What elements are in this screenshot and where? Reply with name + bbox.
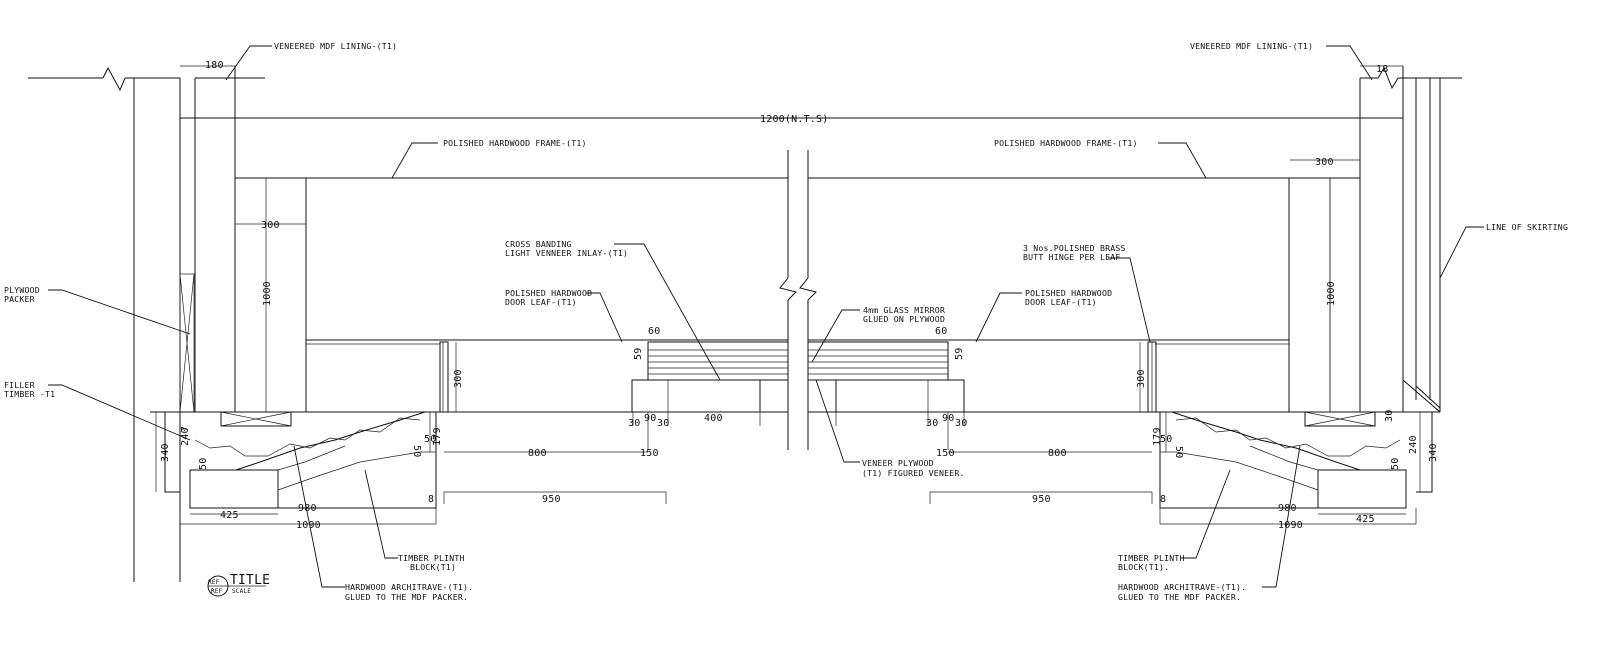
timber-plinth-left-label-line1: TIMBER PLINTH <box>398 553 465 563</box>
dimension-1090-right: 1090 <box>1278 520 1303 531</box>
dimension-30-right-side: 30 <box>1384 410 1395 422</box>
title-block: REF REF TITLE SCALE <box>207 573 270 597</box>
dimension-90-left: 90 <box>644 413 656 424</box>
dimension-950-right: 950 <box>1032 494 1051 505</box>
door-leaf-left <box>150 339 789 450</box>
dimension-425-right: 425 <box>1356 514 1375 525</box>
hardwood-architrave-left-label-line1: HARDWOOD ARCHITRAVE-(T1). <box>345 582 473 592</box>
filler-timber-label-line1: FILLER <box>4 380 35 390</box>
dimension-8-right: 8 <box>1160 494 1166 505</box>
dimension-300-leaf-left: 300 <box>453 369 464 388</box>
door-leaf-left-label-line1: POLISHED HARDWOOD <box>505 288 592 298</box>
left-wall-section <box>133 66 236 582</box>
dimension-30-a: 30 <box>628 418 640 429</box>
dimension-980-right: 980 <box>1278 503 1297 514</box>
dimension-800-right: 800 <box>1048 448 1067 459</box>
dimension-50-left-1: 50 <box>198 458 209 470</box>
dimension-179-right: 179 <box>1152 427 1163 446</box>
dimension-1000-right: 1000 <box>1326 281 1337 306</box>
hardwood-architrave-right-label-line1: HARDWOOD ARCHITRAVE-(T1). <box>1118 582 1246 592</box>
dimension-1000-left: 1000 <box>262 281 273 306</box>
timber-plinth-left-label-line2: BLOCK(T1) <box>410 562 456 572</box>
timber-plinth-right-label-line2: BLOCK(T1). <box>1118 562 1169 572</box>
glass-mirror-label-line1: 4mm GLASS MIRROR <box>863 305 945 315</box>
dimension-60-right: 60 <box>935 326 947 337</box>
architrave-right <box>1159 411 1433 509</box>
veneered-mdf-lining-right-label: VENEERED MDF LINING-(T1) <box>1190 41 1313 51</box>
veneered-mdf-lining-left-label: VENEERED MDF LINING-(T1) <box>274 41 397 51</box>
dimension-1090-left: 1090 <box>296 520 321 531</box>
dimension-180: 180 <box>205 60 224 71</box>
wall-break-line-left <box>28 66 265 92</box>
hardwood-architrave-left-label-line2: GLUED TO THE MDF PACKER. <box>345 592 468 602</box>
title-ref-small-label: REF <box>211 588 223 595</box>
dimension-30-d: 30 <box>955 418 967 429</box>
dimension-30-b: 30 <box>657 418 669 429</box>
dimension-60-left: 60 <box>648 326 660 337</box>
dimension-18: 18 <box>1376 64 1388 75</box>
filler-timber-label-line2: TIMBER -T1 <box>4 389 55 399</box>
title-scale-label: SCALE <box>232 588 251 595</box>
brass-hinge-label-line2: BUTT HINGE PER LEAF <box>1023 252 1120 262</box>
leader-lines <box>48 45 1484 588</box>
door-leaf-right-label-line1: POLISHED HARDWOOD <box>1025 288 1112 298</box>
dimension-980-left: 980 <box>298 503 317 514</box>
dimension-30-c: 30 <box>926 418 938 429</box>
dimension-50-left-2: 50 <box>411 445 422 457</box>
top-frame <box>180 117 1403 179</box>
door-leaf-left-label-line2: DOOR LEAF-(T1) <box>505 297 577 307</box>
title-label: TITLE <box>230 573 270 588</box>
center-break-line <box>779 150 817 450</box>
cross-banding-label-line2: LIGHT VENNEER INLAY-(T1) <box>505 248 628 258</box>
dimension-800-left: 800 <box>528 448 547 459</box>
dimension-240-right: 240 <box>1408 435 1419 454</box>
brass-hinge-label-line1: 3 Nos.POLISHED BRASS <box>1023 243 1126 253</box>
door-leaf-right <box>807 339 1440 450</box>
dimension-400: 400 <box>704 413 723 424</box>
dimension-300-right: 300 <box>1315 157 1334 168</box>
dimension-50-right-3: 50 <box>1390 458 1401 470</box>
dimension-150-right: 150 <box>936 448 955 459</box>
dimension-950-left: 950 <box>542 494 561 505</box>
polished-hardwood-frame-right-label: POLISHED HARDWOOD FRAME-(T1) <box>994 138 1138 148</box>
dimension-8-left: 8 <box>428 494 434 505</box>
glass-mirror-label-line2: GLUED ON PLYWOOD <box>863 314 945 324</box>
veneer-plywood-label-line2: (T1) FIGURED VENEER. <box>862 468 965 478</box>
dimension-59-right: 59 <box>954 348 965 360</box>
door-leaf-right-label-line2: DOOR LEAF-(T1) <box>1025 297 1097 307</box>
dimension-300-left: 300 <box>261 220 280 231</box>
dimension-59-left: 59 <box>633 348 644 360</box>
veneer-plywood-label-line1: VENEER PLYWOOD <box>862 458 934 468</box>
plywood-packer-label-line2: PACKER <box>4 294 35 304</box>
dimension-340-right: 340 <box>1428 443 1439 462</box>
architrave-left <box>164 411 437 509</box>
dimension-90-right: 90 <box>942 413 954 424</box>
polished-hardwood-frame-left-label: POLISHED HARDWOOD FRAME-(T1) <box>443 138 587 148</box>
line-of-skirting-label: LINE OF SKIRTING <box>1486 222 1568 232</box>
plywood-packer-label-line1: PLYWOOD <box>4 285 40 295</box>
timber-plinth-right-label-line1: TIMBER PLINTH <box>1118 553 1185 563</box>
dimension-50-right-2: 50 <box>1173 446 1184 458</box>
dimension-50-left-3: 50 <box>424 434 436 445</box>
dimension-7-left: 7 <box>180 426 191 432</box>
cross-banding-label-line1: CROSS BANDING <box>505 239 572 249</box>
hardwood-architrave-right-label-line2: GLUED TO THE MDF PACKER. <box>1118 592 1241 602</box>
title-ref-label: REF <box>208 579 220 586</box>
dimension-240-left: 240 <box>180 427 191 446</box>
dimension-lines <box>155 65 1421 525</box>
dimension-300-leaf-right: 300 <box>1136 369 1147 388</box>
dimension-overall-width: 1200(N.T.S) <box>760 114 828 125</box>
dimension-150-left: 150 <box>640 448 659 459</box>
dimension-340-left: 340 <box>160 443 171 462</box>
dimension-50-right-1: 50 <box>1160 434 1172 445</box>
dimension-179-left: 179 <box>432 427 443 446</box>
dimension-425-left: 425 <box>220 510 239 521</box>
